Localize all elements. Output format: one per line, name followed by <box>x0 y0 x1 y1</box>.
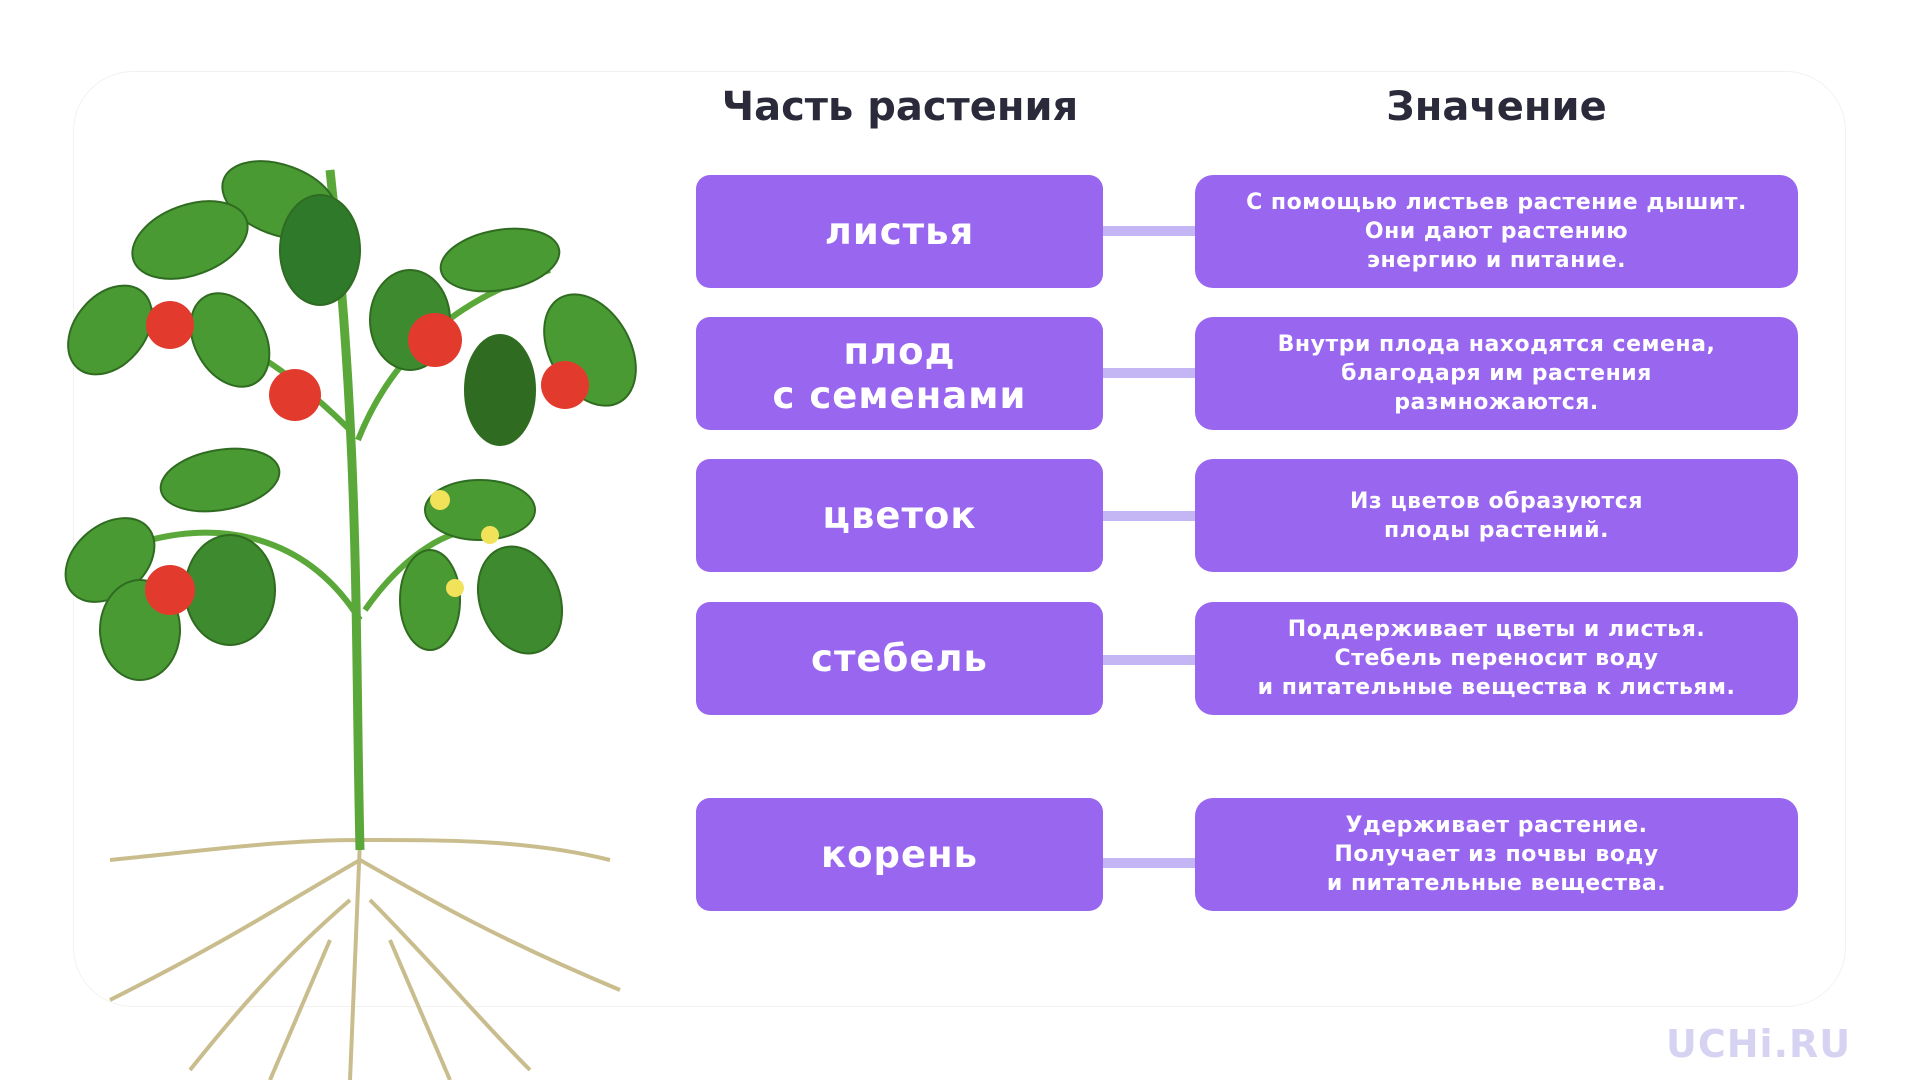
meaning-box-leaves: С помощью листьев растение дышит. Они да… <box>1195 175 1798 288</box>
part-box-flower: цветок <box>696 459 1103 572</box>
part-box-stem: стебель <box>696 602 1103 715</box>
column-header-part: Часть растения <box>721 84 1079 130</box>
part-box-fruit: плод с семенами <box>696 317 1103 430</box>
uchi-logo: UCHi.RU <box>1666 1022 1852 1066</box>
part-box-root: корень <box>696 798 1103 911</box>
slide-card <box>73 71 1846 1007</box>
tomatoes <box>145 301 589 615</box>
tomato-plant-illustration <box>64 160 637 1080</box>
meaning-box-fruit: Внутри плода находятся семена, благодаря… <box>1195 317 1798 430</box>
meaning-box-flower: Из цветов образуются плоды растений. <box>1195 459 1798 572</box>
column-header-meaning: Значение <box>1386 84 1607 130</box>
roots <box>109 838 621 1080</box>
meaning-box-stem: Поддерживает цветы и листья. Стебель пер… <box>1195 602 1798 715</box>
part-box-leaves: листья <box>696 175 1103 288</box>
leaves <box>64 160 637 681</box>
meaning-box-root: Удерживает растение. Получает из почвы в… <box>1195 798 1798 911</box>
flowers <box>430 490 499 597</box>
